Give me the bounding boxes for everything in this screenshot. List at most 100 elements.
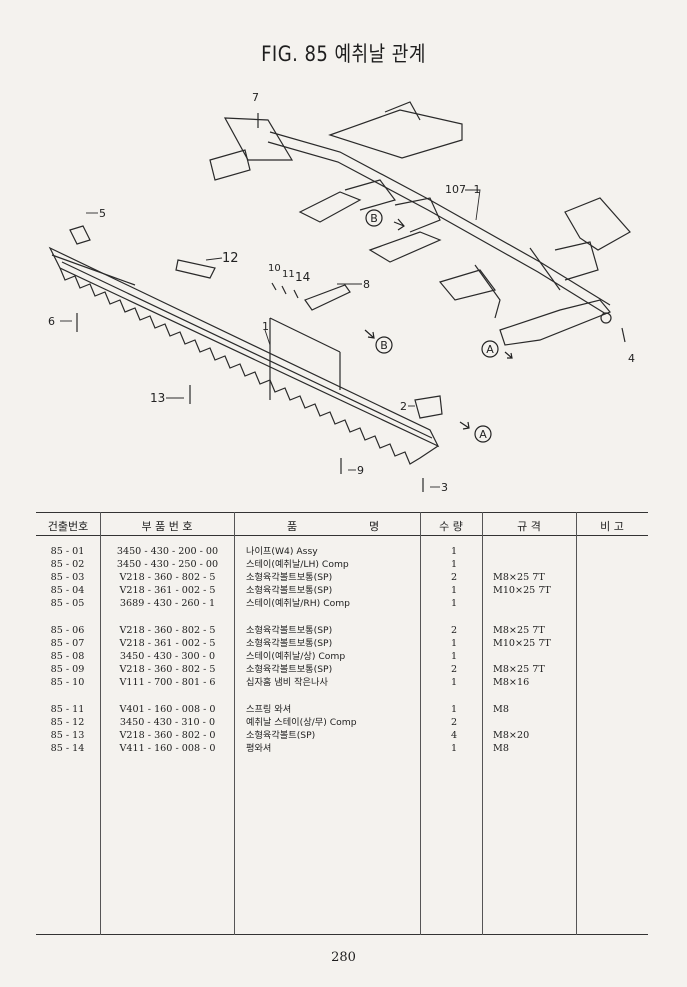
callout-9: 9 <box>357 464 364 477</box>
table-row: 85 - 10 V111 - 700 - 801 - 6 십자홈 냄비 작은나사 1 M… <box>0 676 687 689</box>
callout-13: 13 <box>150 391 165 405</box>
callout-5: 5 <box>99 207 106 220</box>
callout-12: 12 <box>222 251 239 266</box>
row-part-name: 스테이(예취날/RH) Comp <box>246 598 351 609</box>
reference-markers <box>364 209 513 443</box>
header-part-number: 부 품 번 호 <box>141 520 193 533</box>
row-item-no: 85 - 02 <box>50 559 85 570</box>
row-spec: M8 <box>493 704 509 715</box>
row-item-no: 85 - 12 <box>50 717 85 728</box>
row-quantity: 1 <box>450 677 458 688</box>
row-quantity: 4 <box>450 730 458 741</box>
row-spec: M8×25 7T <box>493 664 545 675</box>
row-part-number: V218 - 360 - 802 - 0 <box>119 730 216 741</box>
part-callouts: 7 107 -1 5 12 10 11 14 8 1 6 13 2 9 3 4 <box>48 91 635 494</box>
row-part-name: 소형육각볼트보통(SP) <box>246 638 333 649</box>
bolt-drawings <box>76 113 626 492</box>
row-item-no: 85 - 10 <box>50 677 85 688</box>
table-row: 85 - 07 V218 - 361 - 002 - 5 소형육각볼트보통(SP) 1… <box>0 637 687 650</box>
table-row: 85 - 05 3689 - 430 - 260 - 1 스테이(예취날/RH) C… <box>0 597 687 610</box>
header-name-right: 명 <box>368 520 380 533</box>
row-part-number: V218 - 360 - 802 - 5 <box>119 625 216 636</box>
row-spec: M8×25 7T <box>493 572 545 583</box>
table-row: 85 - 03 V218 - 360 - 802 - 5 소형육각볼트보통(SP) 2… <box>0 571 687 584</box>
row-item-no: 85 - 04 <box>50 585 85 596</box>
row-part-number: 3450 - 430 - 310 - 0 <box>119 717 216 728</box>
row-spec: M8×16 <box>493 677 530 688</box>
row-item-no: 85 - 09 <box>50 664 85 675</box>
row-part-number: V111 - 700 - 801 - 6 <box>119 677 216 688</box>
row-quantity: 1 <box>450 559 458 570</box>
table-row: 85 - 12 3450 - 430 - 310 - 0 예취날 스테이(상/무) … <box>0 716 687 729</box>
row-part-number: V218 - 360 - 802 - 5 <box>119 572 216 583</box>
callout-4: 4 <box>628 352 635 365</box>
ref-a-lower: A <box>479 428 487 441</box>
ref-a-upper: A <box>486 343 494 356</box>
row-part-name: 소형육각볼트(SP) <box>246 730 316 741</box>
callout-3: 3 <box>441 481 448 494</box>
row-quantity: 1 <box>450 704 458 715</box>
row-item-no: 85 - 07 <box>50 638 85 649</box>
row-quantity: 1 <box>450 743 458 754</box>
page-number: 280 <box>331 950 356 965</box>
row-item-no: 85 - 06 <box>50 625 85 636</box>
row-spec: M8×25 7T <box>493 625 545 636</box>
upper-frame-drawing <box>209 101 631 346</box>
row-part-name: 소형육각볼트보통(SP) <box>246 585 333 596</box>
row-quantity: 2 <box>450 572 458 583</box>
row-quantity: 1 <box>450 651 458 662</box>
callout-11: 11 <box>282 269 295 280</box>
callout-8: 8 <box>363 278 370 291</box>
row-item-no: 85 - 05 <box>50 598 85 609</box>
row-part-name: 소형육각볼트보통(SP) <box>246 664 333 675</box>
table-top-rule <box>36 512 648 513</box>
exploded-parts-diagram: B B A A 7 107 -1 5 12 10 11 14 8 1 6 13 … <box>48 91 635 494</box>
row-quantity: 1 <box>450 598 458 609</box>
table-col-divider <box>234 512 235 935</box>
row-part-number: V411 - 160 - 008 - 0 <box>119 743 216 754</box>
row-part-number: 3450 - 430 - 300 - 0 <box>119 651 216 662</box>
row-part-name: 십자홈 냄비 작은나사 <box>246 677 328 688</box>
table-col-divider <box>482 512 483 935</box>
ref-b-lower: B <box>380 339 388 352</box>
row-part-number: 3450 - 430 - 250 - 00 <box>116 559 219 570</box>
reference-marker-labels: B B A A <box>370 212 494 441</box>
row-spec: M8 <box>493 743 509 754</box>
callout-6: 6 <box>48 315 55 328</box>
row-part-name: 소형육각볼트보통(SP) <box>246 572 333 583</box>
row-quantity: 1 <box>450 546 458 557</box>
row-spec: M10×25 7T <box>493 585 551 596</box>
row-spec: M10×25 7T <box>493 638 551 649</box>
callout-10: 10 <box>268 263 281 274</box>
row-part-number: V218 - 360 - 802 - 5 <box>119 664 216 675</box>
callout-107-1: 107 -1 <box>445 183 480 196</box>
row-quantity: 2 <box>450 625 458 636</box>
row-quantity: 2 <box>450 717 458 728</box>
row-part-name: 스프링 와셔 <box>246 704 292 715</box>
leader-lines <box>60 189 481 488</box>
ref-b-upper: B <box>370 212 378 225</box>
row-quantity: 1 <box>450 638 458 649</box>
cutter-bar-drawing <box>48 225 443 465</box>
header-remarks: 비 고 <box>600 520 624 533</box>
parts-table <box>36 512 648 935</box>
table-col-divider <box>576 512 577 935</box>
row-part-number: V218 - 361 - 002 - 5 <box>119 585 216 596</box>
row-spec: M8×20 <box>493 730 530 741</box>
row-part-name: 예취날 스테이(상/무) Comp <box>246 717 357 728</box>
callout-2: 2 <box>400 400 407 413</box>
row-part-number: V218 - 361 - 002 - 5 <box>119 638 216 649</box>
row-part-number: 3450 - 430 - 200 - 00 <box>116 546 219 557</box>
header-spec: 규 격 <box>517 520 541 533</box>
table-bottom-rule <box>36 934 648 935</box>
callout-14: 14 <box>295 270 310 284</box>
row-quantity: 1 <box>450 585 458 596</box>
row-item-no: 85 - 03 <box>50 572 85 583</box>
row-part-number: 3689 - 430 - 260 - 1 <box>119 598 216 609</box>
table-header-rule <box>36 535 648 536</box>
header-item-no: 건출번호 <box>47 520 89 533</box>
